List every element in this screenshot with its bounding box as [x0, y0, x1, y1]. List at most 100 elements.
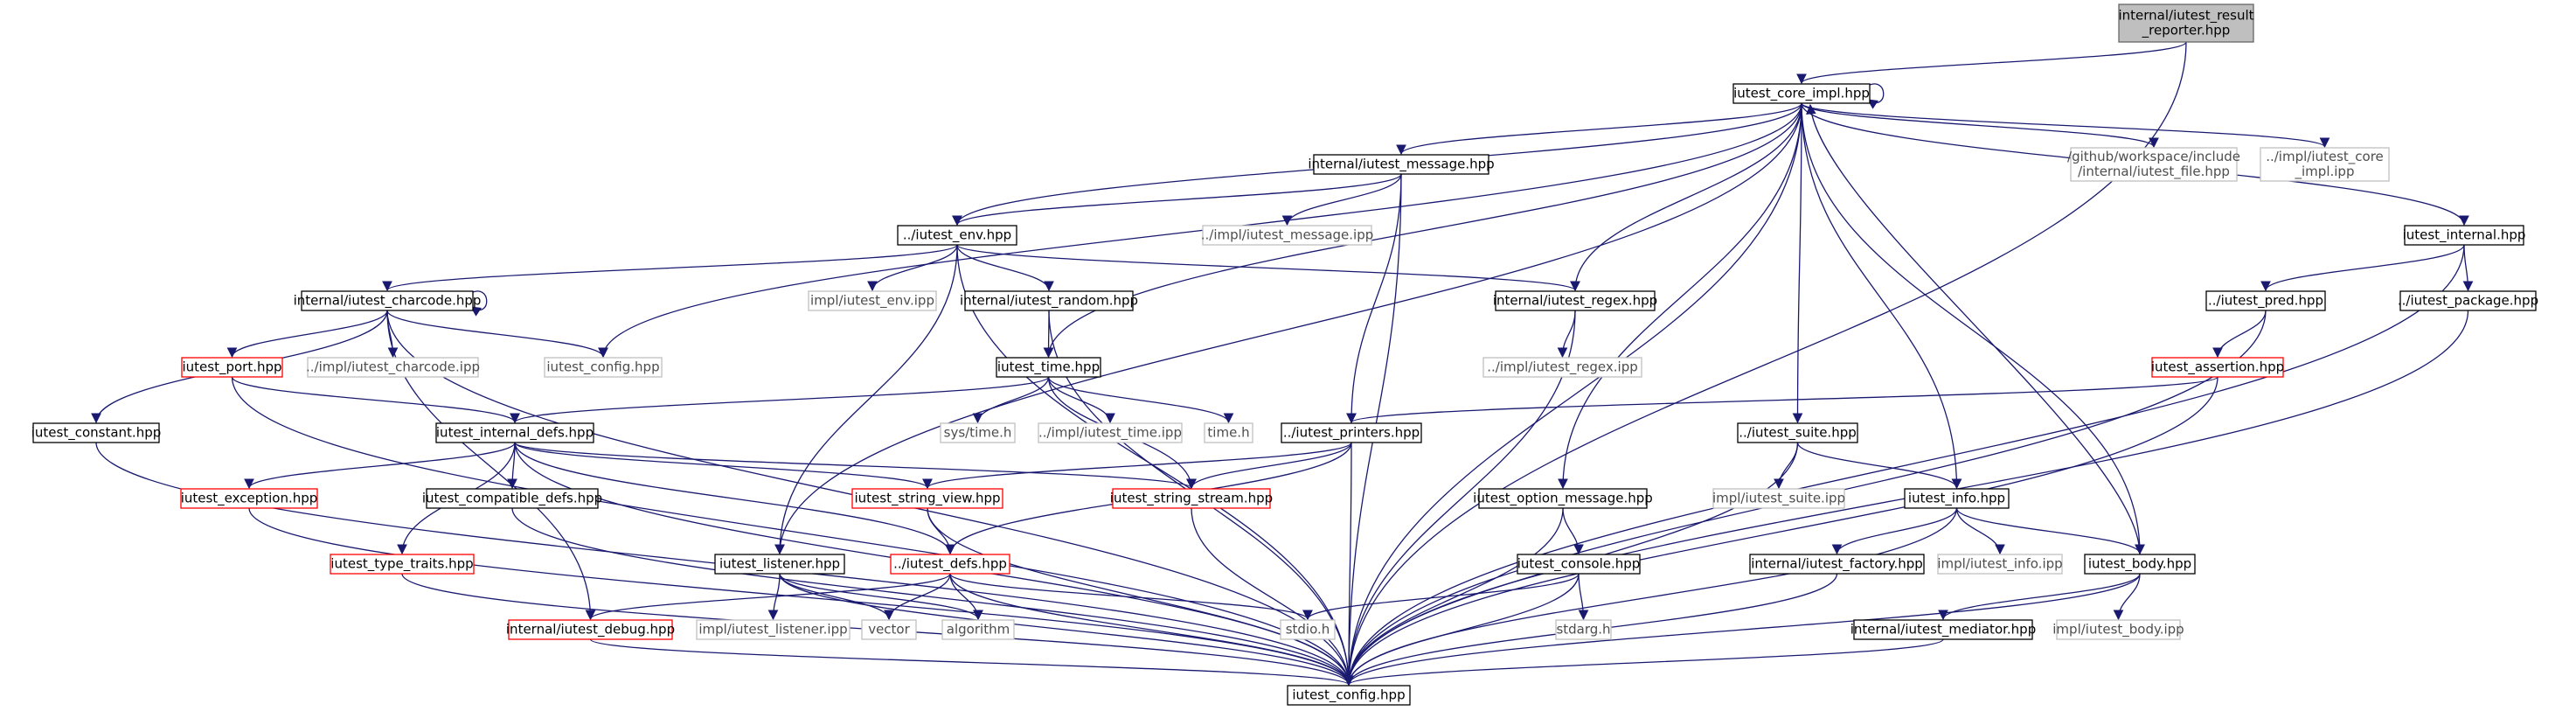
edge-suite-to-suite_ipp: [1774, 442, 1799, 490]
node-label-mediator: internal/iutest_mediator.hpp: [1850, 622, 2036, 638]
edge-console-to-config: [1344, 573, 1580, 687]
node-box-console: [1517, 554, 1641, 575]
edge-defs-to-vector: [884, 573, 951, 621]
node-box-config_hpp: [544, 357, 663, 378]
node-internal[interactable]: iutest_internal.hpp: [2403, 225, 2526, 246]
node-result_reporter[interactable]: internal/iutest_result_reporter.hpp: [2118, 3, 2254, 43]
node-label-algorithm: algorithm: [947, 622, 1010, 638]
node-package[interactable]: ../iutest_package.hpp: [2398, 290, 2538, 311]
edge-mediator-to-config: [1344, 638, 1944, 687]
edge-assertion-to-printers: [1346, 376, 2218, 424]
node-label-option_message: iutest_option_message.hpp: [1473, 491, 1653, 507]
node-pred[interactable]: ../iutest_pred.hpp: [2205, 290, 2326, 311]
node-string_stream[interactable]: iutest_string_stream.hpp: [1110, 488, 1273, 509]
node-time_ipp: ../impl/iutest_time.ipp: [1038, 422, 1183, 443]
node-factory[interactable]: internal/iutest_factory.hpp: [1749, 554, 1925, 575]
node-printers[interactable]: ../iutest_printers.hpp: [1281, 422, 1422, 443]
node-box-type_traits: [330, 554, 475, 575]
node-file: /github/workspace/include/internal/iutes…: [2067, 147, 2240, 182]
node-port[interactable]: iutest_port.hpp: [181, 357, 283, 378]
node-string_view[interactable]: iutest_string_view.hpp: [851, 488, 1003, 509]
node-defs[interactable]: ../iutest_defs.hpp: [890, 554, 1010, 575]
node-listener[interactable]: iutest_listener.hpp: [714, 554, 845, 575]
node-option_message[interactable]: iutest_option_message.hpp: [1473, 488, 1653, 509]
node-regex[interactable]: internal/iutest_regex.hpp: [1493, 290, 1657, 311]
node-info[interactable]: iutest_info.hpp: [1904, 488, 2010, 509]
node-stdio: stdio.h: [1280, 619, 1336, 640]
edge-string_stream-to-config: [1191, 507, 1354, 687]
edge-charcode-to-config_hpp: [386, 310, 608, 359]
edge-printers-to-config: [1344, 442, 1354, 687]
node-compatible[interactable]: iutest_compatible_defs.hpp: [422, 488, 602, 509]
node-label-result_reporter: internal/iutest_result: [2118, 8, 2253, 24]
node-label-package: ../iutest_package.hpp: [2398, 293, 2538, 310]
node-message[interactable]: internal/iutest_message.hpp: [1308, 154, 1495, 175]
node-label-charcode_ipp: ../impl/iutest_charcode.ipp: [306, 359, 480, 376]
node-label-listener_ipp: impl/iutest_listener.ipp: [698, 622, 847, 638]
node-box-stdarg: [1555, 619, 1612, 640]
node-label-timeh: time.h: [1207, 425, 1249, 441]
node-box-time_ipp: [1038, 422, 1183, 443]
edge-core_impl-to-config: [1344, 102, 1802, 687]
edge-message-to-message_ipp: [1281, 173, 1402, 227]
edge-listener-to-algorithm: [779, 573, 983, 621]
edge-exception-to-config: [248, 507, 1354, 687]
node-box-package: [2399, 290, 2537, 311]
node-label-charcode: internal/iutest_charcode.hpp: [294, 293, 482, 310]
edge-internal-to-package: [2462, 244, 2474, 292]
node-vector: vector: [861, 619, 917, 640]
edge-core_impl-to-suite: [1792, 102, 1803, 424]
node-mediator[interactable]: internal/iutest_mediator.hpp: [1850, 619, 2036, 640]
node-suite[interactable]: ../iutest_suite.hpp: [1737, 422, 1858, 443]
node-message_ipp: ../impl/iutest_message.ipp: [1201, 225, 1373, 246]
node-label-assertion: iutest_assertion.hpp: [2151, 359, 2284, 376]
header-nodes: internal/iutest_result_reporter.hppiutes…: [31, 3, 2538, 706]
node-random[interactable]: internal/iutest_random.hpp: [960, 290, 1138, 311]
node-env_ipp: impl/iutest_env.ipp: [808, 290, 937, 311]
edge-printers-to-string_stream: [1186, 442, 1352, 490]
edge-info-to-info_ipp: [1955, 507, 2005, 555]
node-exception[interactable]: iutest_exception.hpp: [180, 488, 318, 509]
node-label-compatible: iutest_compatible_defs.hpp: [422, 491, 602, 507]
edge-env-to-random: [956, 244, 1054, 292]
edge-time-to-time_ipp: [1047, 376, 1115, 424]
node-body_ipp: impl/iutest_body.ipp: [2052, 619, 2184, 640]
edge-core_impl-to-message: [1396, 102, 1802, 156]
edge-body-to-body_ipp: [2113, 573, 2141, 621]
node-label-file: /github/workspace/include: [2067, 149, 2240, 164]
node-body[interactable]: iutest_body.hpp: [2084, 554, 2196, 575]
node-box-defs: [890, 554, 1010, 575]
node-assertion[interactable]: iutest_assertion.hpp: [2151, 357, 2284, 378]
edge-listener-to-config: [779, 573, 1354, 687]
edge-env-to-regex: [956, 244, 1580, 292]
edge-option_message-to-console: [1562, 507, 1584, 555]
node-label-console: iutest_console.hpp: [1517, 556, 1641, 573]
node-config[interactable]: iutest_config.hpp: [1287, 685, 1411, 706]
node-debug[interactable]: internal/iutest_debug.hpp: [506, 619, 675, 640]
node-charcode[interactable]: internal/iutest_charcode.hpp: [294, 290, 482, 311]
node-time[interactable]: iutest_time.hpp: [996, 357, 1101, 378]
node-box-systime: [940, 422, 1016, 443]
node-label-core_impl_ipp: ../impl/iutest_core: [2266, 149, 2384, 165]
node-constant[interactable]: iutest_constant.hpp: [31, 422, 162, 443]
node-label-time: iutest_time.hpp: [997, 359, 1100, 376]
node-console[interactable]: iutest_console.hpp: [1517, 554, 1641, 575]
node-internal_defs[interactable]: iutest_internal_defs.hpp: [435, 422, 594, 443]
node-label-internal: iutest_internal.hpp: [2403, 227, 2526, 244]
node-box-port: [181, 357, 283, 378]
edge-body-to-config: [1344, 573, 2141, 687]
node-label-constant: iutest_constant.hpp: [31, 425, 162, 442]
edge-assertion-to-config: [1344, 376, 2218, 687]
node-core_impl[interactable]: iutest_core_impl.hpp: [1732, 83, 1871, 104]
edge-result_reporter-to-core_impl: [1796, 41, 2187, 85]
edge-env-to-env_ipp: [867, 244, 958, 292]
node-env[interactable]: ../iutest_env.hpp: [897, 225, 1017, 246]
node-type_traits[interactable]: iutest_type_traits.hpp: [330, 554, 475, 575]
edge-env-to-listener: [774, 244, 958, 555]
node-box-listener: [714, 554, 845, 575]
node-label-info: iutest_info.hpp: [1908, 491, 2005, 507]
node-label-time_ipp: ../impl/iutest_time.ipp: [1038, 425, 1182, 442]
node-box-random: [964, 290, 1134, 311]
edge-defs-to-stdio: [949, 573, 1313, 621]
edge-internal_defs-to-defs: [514, 442, 955, 555]
